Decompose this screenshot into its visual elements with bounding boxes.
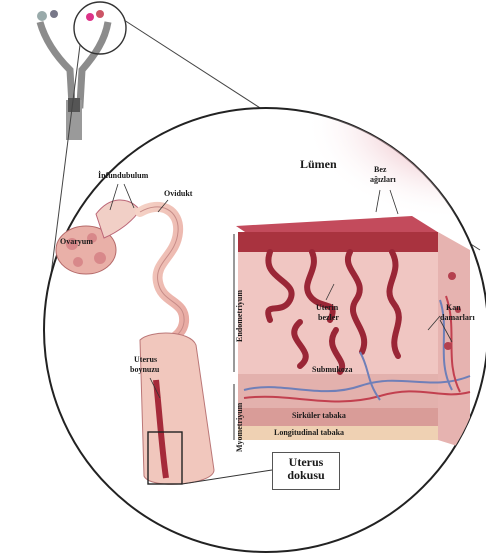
label-uterine-horn-2: boynuzu [130,366,159,374]
tissue-block [236,216,470,450]
tissue-side-face [438,232,470,450]
label-submucosa: Submukoza [312,366,352,374]
label-uterine-tissue-2: dokusu [273,469,339,482]
label-mucosa: Mukoza [298,212,330,221]
label-uterine-horn-1: Uterus [134,356,157,364]
label-myometrium: Myometriyum [236,403,244,452]
label-gland-openings-1: Bez [374,166,386,174]
label-lumen: Lümen [300,158,337,171]
label-blood-vessels-1: Kan [446,304,461,312]
thumbnail-tract [37,10,108,140]
label-endometrium: Endometriyum [236,290,244,342]
mucosa-band [238,232,438,252]
label-oviduct: Ovidukt [164,190,192,198]
label-gland-openings-2: ağızları [370,176,396,184]
label-infundibulum: İnfundubulum [98,172,148,180]
label-uterine-tissue-1: Uterus [273,456,339,469]
label-ovary: Ovaryum [60,238,93,246]
label-longitudinal-layer: Longitudinal tabaka [274,429,344,437]
uterine-tissue-box: Uterus dokusu [272,452,340,490]
label-uterine-glands-2: bezler [318,314,339,322]
label-circular-layer: Sirküler tabaka [292,412,346,420]
label-uterine-glands-1: Uterin [316,304,338,312]
label-blood-vessels-2: damarları [440,314,475,322]
